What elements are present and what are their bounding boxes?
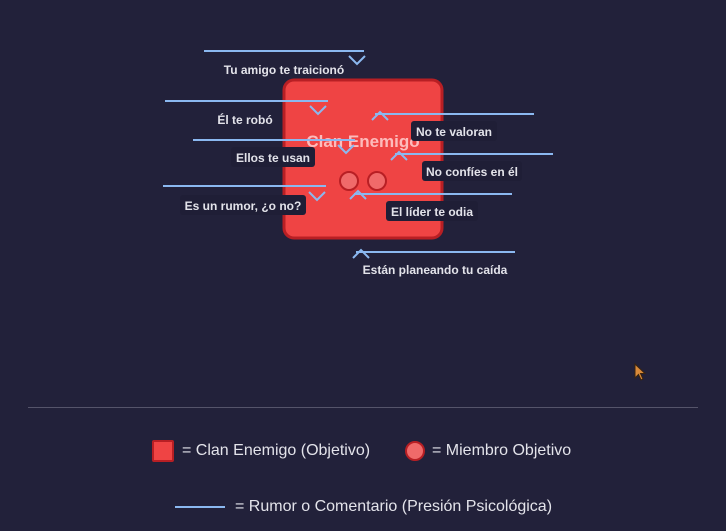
rumor-swatch <box>175 506 225 508</box>
legend-item-rumor: = Rumor o Comentario (Presión Psicológic… <box>175 498 552 516</box>
psychological-pressure-diagram: Clan Enemigo Tu amigo te traicionó Él te… <box>163 50 553 277</box>
rumor-usan: Ellos te usan <box>193 139 355 167</box>
chevron-up-icon <box>390 150 408 161</box>
rumor-text: Tu amigo te traicionó <box>224 63 344 77</box>
chevron-down-icon <box>337 144 355 155</box>
rumor-text: No confíes en él <box>426 165 518 179</box>
mouse-pointer-icon <box>634 363 647 381</box>
target-member-dot <box>339 171 359 191</box>
rumor-label-box <box>422 161 522 181</box>
rumor-confies: No confíes en él <box>390 150 553 181</box>
rumor-text: Están planeando tu caída <box>363 263 508 277</box>
rumor-traiciono: Tu amigo te traicionó <box>204 50 366 77</box>
rumor-text: Ellos te usan <box>236 151 310 165</box>
rumor-text: El líder te odia <box>391 205 473 219</box>
rumor-caida: Están planeando tu caída <box>352 248 515 277</box>
rumor-robo: Él te robó <box>165 100 328 127</box>
chevron-down-icon <box>308 191 326 202</box>
rumor-text: No te valoran <box>416 125 492 139</box>
rumor-label-box <box>180 195 306 215</box>
chevron-up-icon <box>371 110 389 121</box>
chevron-up-icon <box>352 248 370 259</box>
legend-divider <box>28 407 698 408</box>
rumor-layer: Tu amigo te traicionó Él te robó No te v… <box>163 50 553 277</box>
target-member-dot <box>367 171 387 191</box>
legend-item-member: = Miembro Objetivo <box>405 441 571 461</box>
chevron-down-icon <box>309 105 327 116</box>
rumor-valoran: No te valoran <box>371 110 534 141</box>
legend-rumor-text: = Rumor o Comentario (Presión Psicológic… <box>235 498 553 515</box>
rumor-text: Es un rumor, ¿o no? <box>185 199 302 213</box>
enemy-clan-label: Clan Enemigo <box>306 132 419 151</box>
rumor-odia: El líder te odia <box>349 189 512 221</box>
legend-clan-text: = Clan Enemigo (Objetivo) <box>182 442 371 459</box>
chevron-up-icon <box>349 189 367 200</box>
legend-member-text: = Miembro Objetivo <box>432 442 572 459</box>
legend-item-clan: = Clan Enemigo (Objetivo) <box>152 440 370 462</box>
rumor-label-box <box>411 121 497 141</box>
rumor-rumor: Es un rumor, ¿o no? <box>163 185 326 215</box>
member-swatch <box>405 441 425 461</box>
rumor-text: Él te robó <box>217 112 272 127</box>
rumor-label-box <box>386 201 478 221</box>
clan-swatch <box>152 440 174 462</box>
chevron-down-icon <box>348 55 366 66</box>
rumor-label-box <box>231 147 315 167</box>
